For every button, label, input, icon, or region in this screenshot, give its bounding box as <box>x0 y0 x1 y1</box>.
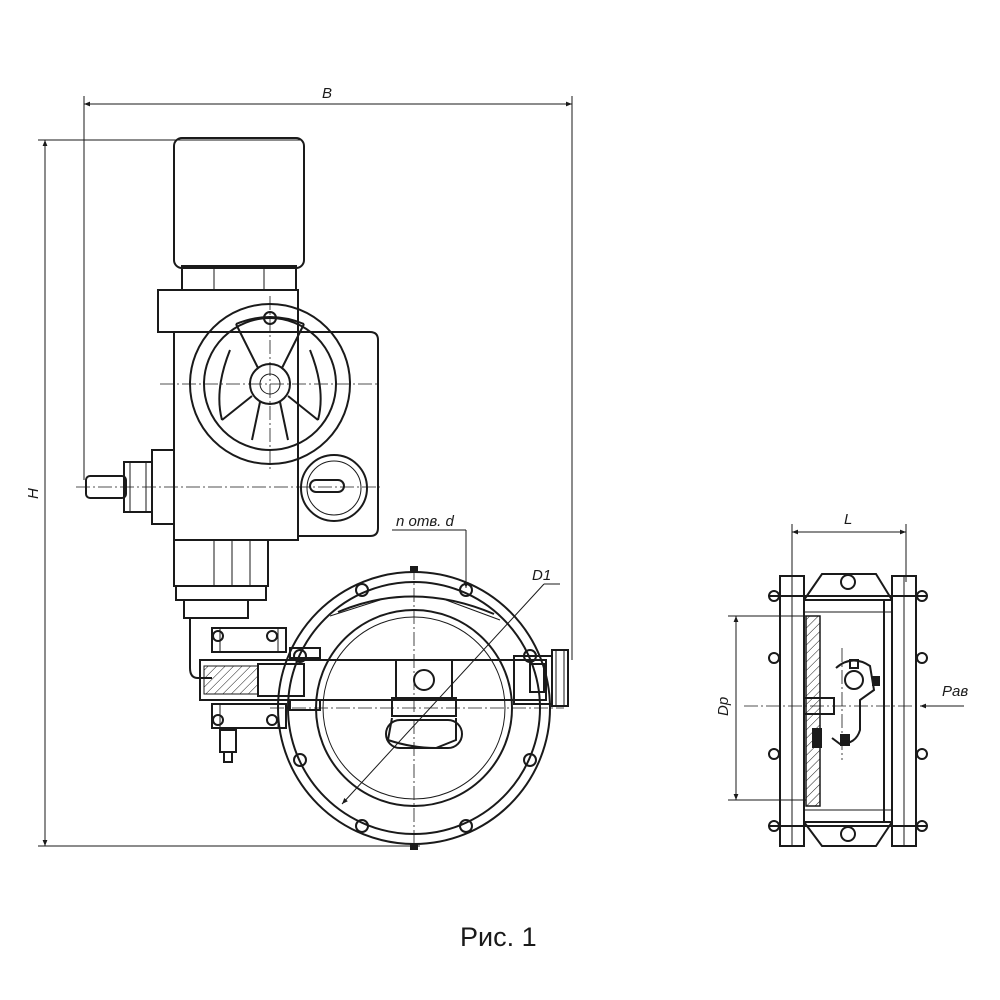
pressure-arrow: Paв <box>920 683 968 709</box>
electric-motor <box>173 137 305 291</box>
dimension-b-label: B <box>322 85 332 102</box>
front-view: B H <box>25 85 573 852</box>
dimension-dp-label: Dp <box>715 697 732 716</box>
dimension-h: H <box>25 139 420 847</box>
pressure-label: Paв <box>942 683 968 700</box>
shaft-assembly <box>199 627 569 763</box>
handwheel <box>160 296 380 472</box>
position-indicator <box>300 454 368 522</box>
dimension-d1: D1 <box>341 567 560 805</box>
dimension-d1-label: D1 <box>532 567 551 584</box>
dimension-l: L <box>791 511 907 582</box>
holes-callout: n отв. d <box>392 513 469 588</box>
lever-mechanism <box>803 648 880 760</box>
valve-body <box>270 566 564 852</box>
side-view: L <box>715 511 968 847</box>
flange-bolts <box>768 590 928 832</box>
gearbox-body <box>157 289 379 679</box>
valve-side-body <box>803 573 893 847</box>
side-connector <box>76 449 380 525</box>
dimension-dp: Dp <box>715 615 806 801</box>
dimension-h-label: H <box>25 488 42 499</box>
dimension-l-label: L <box>844 511 852 528</box>
figure-caption: Рис. 1 <box>460 922 537 952</box>
dimension-b: B <box>83 85 573 660</box>
holes-label: n отв. d <box>396 513 455 530</box>
